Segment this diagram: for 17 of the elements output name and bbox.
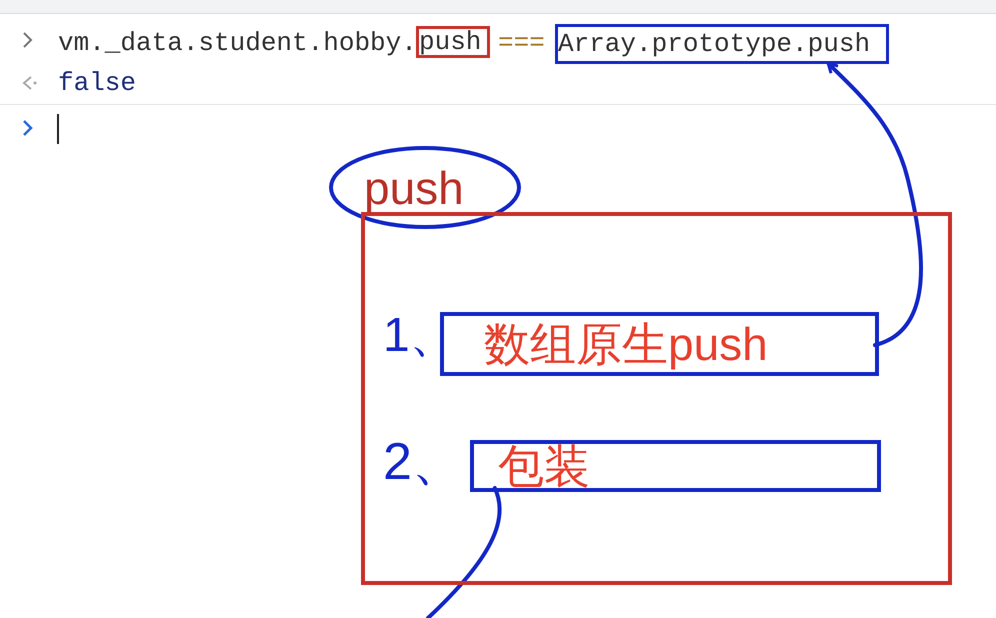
highlight-box bbox=[440, 312, 879, 376]
step-number: 1、 bbox=[383, 312, 458, 360]
node-text: Array.prototype.push bbox=[558, 31, 870, 57]
node-text: 包装 bbox=[497, 443, 590, 489]
code-text: vm._data.student.hobby. bbox=[58, 30, 417, 56]
hand-drawn-arrow bbox=[826, 62, 924, 348]
node-text: push bbox=[419, 29, 482, 55]
highlight-box bbox=[555, 24, 889, 64]
node-text: 数组原生push bbox=[483, 321, 768, 367]
operator-text: === bbox=[498, 30, 545, 56]
result-text: false bbox=[58, 70, 136, 96]
step-number: 2、 bbox=[383, 436, 464, 488]
frame-box bbox=[361, 212, 952, 585]
highlight-box bbox=[416, 26, 490, 58]
ellipse-outline bbox=[328, 145, 522, 230]
node-text: push bbox=[363, 164, 464, 210]
highlight-box bbox=[470, 440, 881, 492]
